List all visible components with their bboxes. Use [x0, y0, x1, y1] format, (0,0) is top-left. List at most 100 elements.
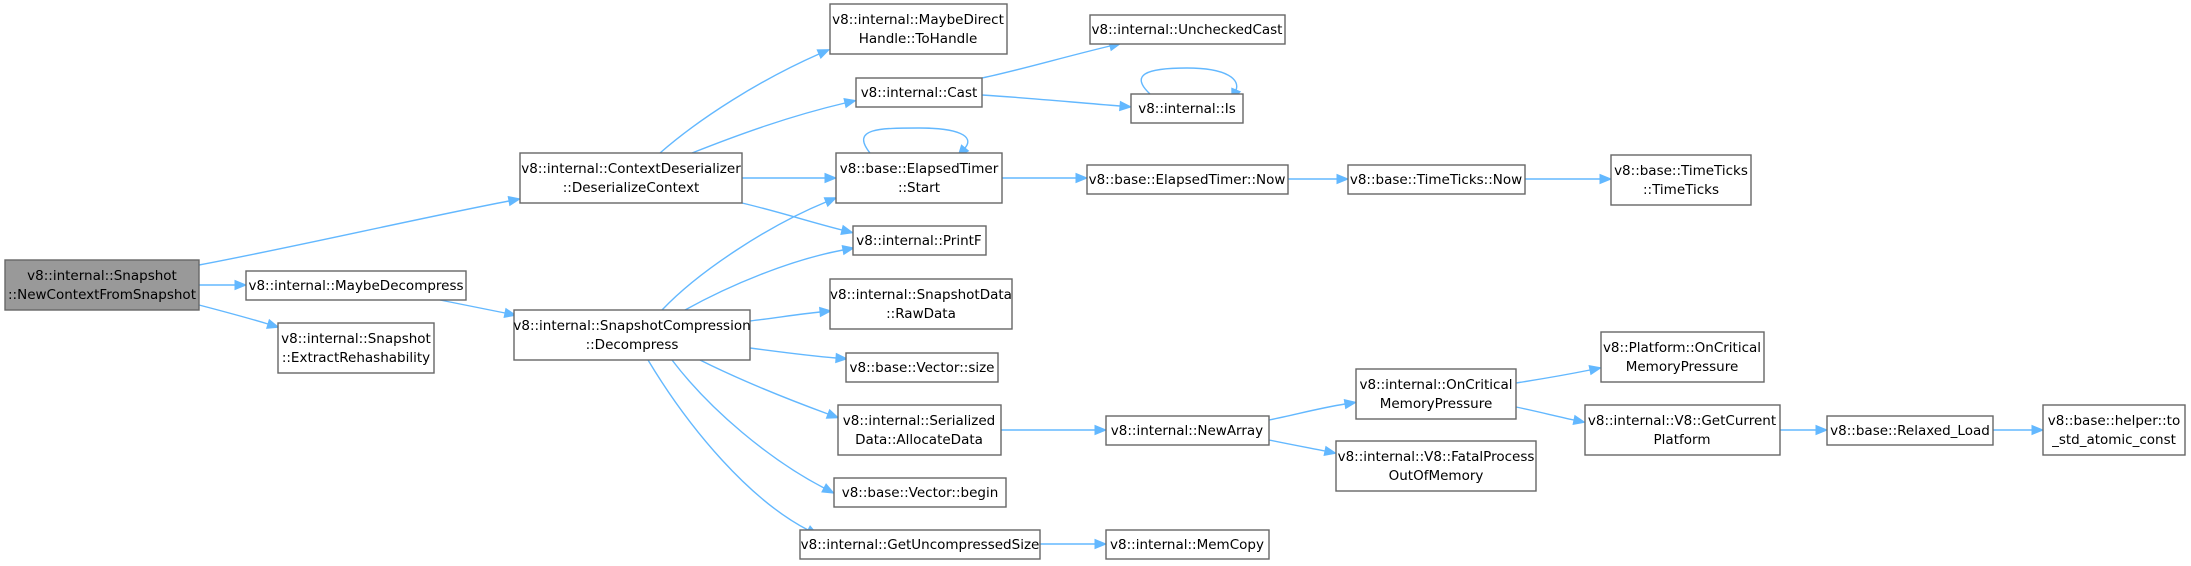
node-new-array[interactable]: v8::internal::NewArray: [1105, 415, 1270, 446]
node-label-line: v8::base::Vector::begin: [842, 485, 999, 501]
node-label-line: OutOfMemory: [1389, 468, 1484, 484]
edge-n25-n26: [1993, 424, 2045, 436]
node-label-line: ::Decompress: [586, 337, 679, 353]
edge-line: [691, 102, 846, 154]
node-label-line: v8::internal::MemCopy: [1110, 537, 1264, 553]
node-label-line: v8::internal::Is: [1138, 101, 1236, 117]
node-maybe-direct-handle-to-handle[interactable]: v8::internal::MaybeDirect Handle::ToHand…: [829, 3, 1008, 55]
node-maybe-decompress[interactable]: v8::internal::MaybeDecompress: [245, 270, 467, 301]
node-v8-get-current-platform[interactable]: v8::internal::V8::GetCurrent Platform: [1584, 404, 1781, 456]
node-to-std-atomic-const[interactable]: v8::base::helper::to _std_atomic_const: [2042, 404, 2186, 456]
arrowhead: [1588, 364, 1603, 376]
arrowhead: [234, 279, 248, 291]
edge-n2-n8: [439, 299, 518, 319]
node-label-line: ::ExtractRehashability: [282, 350, 430, 366]
node-elapsed-timer-now[interactable]: v8::base::ElapsedTimer::Now: [1086, 164, 1289, 195]
edge-n8-n12: [671, 359, 835, 494]
node-internal-printf[interactable]: v8::internal::PrintF: [852, 225, 987, 256]
arrowhead: [1572, 414, 1587, 426]
node-context-deserializer-deserialize-context[interactable]: v8::internal::ContextDeserializer ::Dese…: [519, 152, 743, 204]
arrowhead: [821, 483, 835, 494]
node-label-line: ::Start: [898, 180, 940, 196]
edge-n1-n4: [659, 49, 831, 154]
arrowhead: [819, 306, 833, 318]
node-snapshot-compression-decompress[interactable]: v8::internal::SnapshotCompression ::Deco…: [513, 309, 751, 361]
node-unchecked-cast[interactable]: v8::internal::UncheckedCast: [1089, 14, 1286, 45]
arrowhead: [840, 224, 854, 236]
edge-line: [1515, 406, 1575, 421]
node-platform-on-critical-memory-pressure[interactable]: v8::Platform::OnCritical MemoryPressure: [1600, 331, 1765, 383]
edge-n24-n25: [1780, 424, 1829, 436]
node-label-line: MemoryPressure: [1380, 396, 1493, 412]
node-vector-begin[interactable]: v8::base::Vector::begin: [833, 477, 1007, 508]
node-time-ticks-now[interactable]: v8::base::TimeTicks::Now: [1347, 164, 1526, 195]
arrowhead: [1119, 100, 1133, 112]
node-label-line: v8::internal::SnapshotCompression: [513, 318, 750, 334]
node-time-ticks-time-ticks[interactable]: v8::base::TimeTicks ::TimeTicks: [1610, 154, 1752, 206]
arrowhead: [841, 244, 856, 256]
edge-line: [749, 311, 821, 322]
node-label-line: v8::internal::GetUncompressedSize: [801, 537, 1040, 553]
edge-line: [671, 359, 825, 489]
arrowhead: [266, 318, 280, 329]
node-label-line: v8::Platform::OnCritical: [1603, 340, 1761, 356]
node-on-critical-memory-pressure[interactable]: v8::internal::OnCritical MemoryPressure: [1355, 368, 1517, 420]
node-serialized-data-allocate-data[interactable]: v8::internal::Serialized Data::AllocateD…: [837, 404, 1002, 456]
edge-line: [1140, 67, 1238, 95]
arrowhead: [823, 197, 838, 208]
arrowhead: [1336, 173, 1350, 185]
edge-n8-n13: [647, 359, 819, 536]
node-snapshot-new-context-from-snapshot[interactable]: v8::internal::Snapshot ::NewContextFromS…: [4, 259, 200, 311]
edge-line: [981, 94, 1121, 107]
edge-n0-n2: [199, 279, 248, 291]
node-label-line: v8::internal::Snapshot: [27, 268, 177, 284]
node-label-line: v8::base::ElapsedTimer: [840, 161, 999, 177]
node-label-line: v8::internal::Serialized: [843, 413, 995, 429]
node-label-line: v8::internal::V8::GetCurrent: [1588, 413, 1776, 429]
node-snapshot-data-raw-data[interactable]: v8::internal::SnapshotData ::RawData: [829, 278, 1013, 330]
node-label-line: ::NewContextFromSnapshot: [8, 287, 196, 303]
node-label-line: v8::internal::SnapshotData: [830, 287, 1012, 303]
edge-n8-n11: [699, 359, 840, 419]
node-label-line: v8::internal::MaybeDecompress: [248, 278, 463, 294]
node-internal-cast[interactable]: v8::internal::Cast: [855, 77, 983, 108]
edge-line: [699, 359, 829, 415]
arrowhead: [2031, 424, 2045, 436]
node-relaxed-load[interactable]: v8::base::Relaxed_Load: [1826, 415, 1994, 446]
node-elapsed-timer-start[interactable]: v8::base::ElapsedTimer ::Start: [835, 152, 1003, 204]
node-label-line: _std_atomic_const: [2051, 432, 2176, 448]
node-label-line: v8::internal::Snapshot: [281, 331, 431, 347]
edge-line: [741, 202, 843, 231]
node-mem-copy[interactable]: v8::internal::MemCopy: [1105, 529, 1270, 560]
node-label-line: v8::base::helper::to: [2048, 413, 2180, 429]
arrowhead: [1815, 424, 1829, 436]
node-label-line: Data::AllocateData: [855, 432, 983, 448]
arrowhead: [507, 195, 522, 207]
node-fatal-process-out-of-memory[interactable]: v8::internal::V8::FatalProcess OutOfMemo…: [1335, 440, 1537, 492]
node-label-line: ::TimeTicks: [1643, 182, 1719, 198]
node-label-line: v8::internal::PrintF: [856, 233, 981, 249]
edge-n6-n16: [1002, 172, 1089, 184]
edge-line: [198, 200, 510, 266]
edges-layer: [198, 40, 2045, 550]
node-vector-size[interactable]: v8::base::Vector::size: [845, 352, 999, 383]
node-label-line: v8::internal::OnCritical: [1360, 377, 1513, 393]
edge-line: [749, 347, 837, 359]
node-label-line: v8::internal::NewArray: [1111, 423, 1263, 439]
arrowhead: [1094, 424, 1108, 436]
edge-line: [659, 53, 820, 154]
node-label-line: Platform: [1654, 432, 1711, 448]
node-get-uncompressed-size[interactable]: v8::internal::GetUncompressedSize: [799, 529, 1041, 560]
edge-n19-n21: [1268, 398, 1358, 421]
node-label-line: v8::base::Relaxed_Load: [1830, 423, 1990, 439]
node-snapshot-extract-rehashability[interactable]: v8::internal::Snapshot ::ExtractRehashab…: [277, 322, 435, 374]
edge-line: [198, 304, 269, 325]
arrowhead: [843, 97, 857, 109]
edge-n1-n6: [742, 172, 838, 184]
node-internal-is[interactable]: v8::internal::Is: [1130, 93, 1244, 124]
edge-n8-n7: [684, 244, 856, 311]
node-label-line: ::DeserializeContext: [563, 180, 700, 196]
edge-n21-n23: [1515, 364, 1603, 384]
arrowhead: [1323, 445, 1338, 457]
